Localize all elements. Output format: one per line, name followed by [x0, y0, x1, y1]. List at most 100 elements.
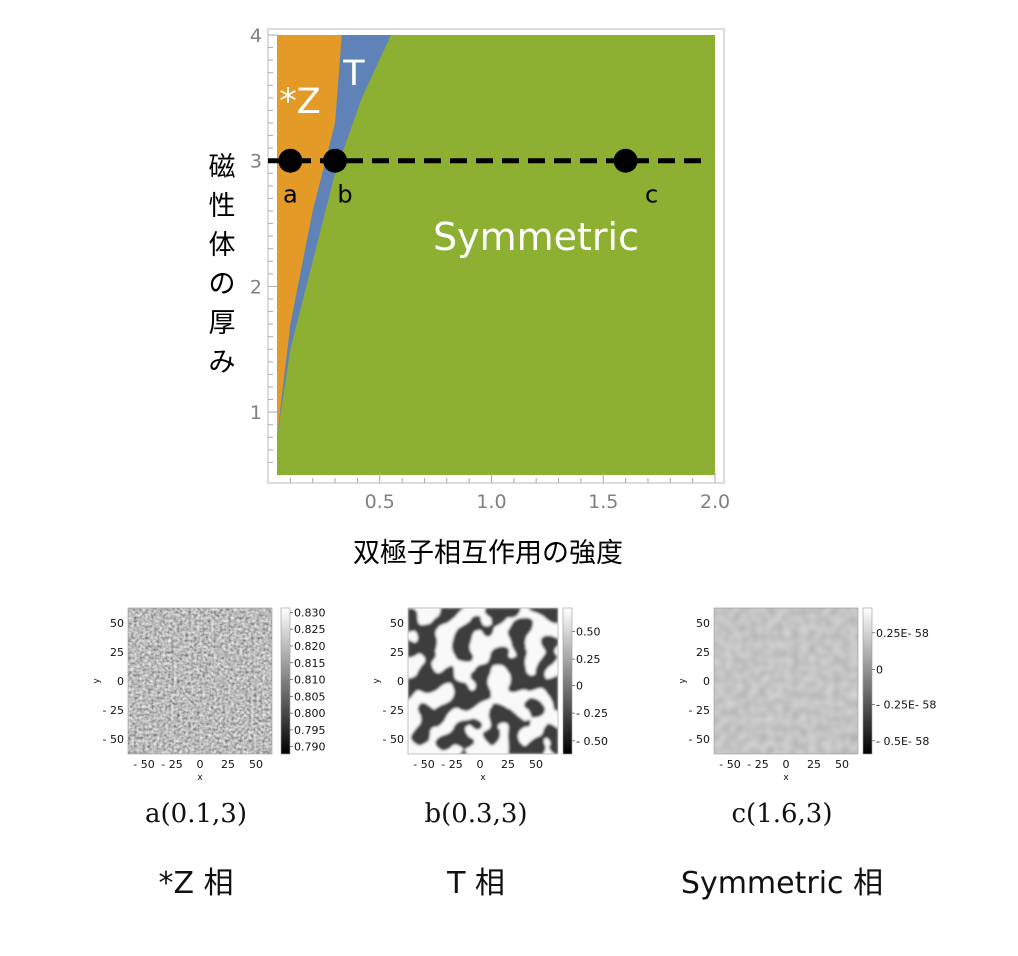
- heatmap-image: [713, 607, 859, 755]
- point-c: [613, 148, 638, 173]
- panel-y-tick-label: - 50: [689, 733, 710, 746]
- panel-caption: c(1.6,3): [731, 799, 832, 829]
- point-label-b: b: [337, 181, 352, 209]
- colorbar-tick-label: - 0.50: [576, 735, 608, 748]
- heatmap-frame: [127, 607, 273, 755]
- y-axis-title-char: 体: [209, 230, 236, 261]
- x-tick-label: 0.5: [365, 491, 395, 513]
- heatmap-frame: [713, 607, 859, 755]
- colorbar-tick-label: 0.25E- 58: [876, 627, 929, 640]
- x-tick-label: 1.5: [588, 491, 618, 513]
- colorbar-tick-label: 0.25: [576, 653, 601, 666]
- colorbar: [862, 607, 873, 755]
- y-tick-label: 4: [250, 25, 262, 47]
- y-tick-label: 2: [250, 276, 262, 298]
- heatmap-fill: [128, 608, 272, 754]
- colorbar-tick-label: 0.800: [294, 707, 326, 720]
- panel-y-tick-label: 0: [703, 675, 710, 688]
- panel-x-tick-label: 50: [835, 758, 849, 771]
- colorbar-tick-label: - 0.25: [576, 707, 608, 720]
- panel-y-tick-label: - 25: [383, 704, 404, 717]
- panel-x-tick-label: - 25: [747, 758, 768, 771]
- heatmap-image: [127, 607, 273, 755]
- panel-caption: a(0.1,3): [145, 799, 247, 829]
- heatmap-fill: [714, 608, 858, 754]
- panel-y-label: y: [678, 678, 688, 684]
- panel-y-label: y: [92, 678, 102, 684]
- panel-y-tick-label: - 25: [103, 704, 124, 717]
- colorbar-tick-label: 0.805: [294, 690, 326, 703]
- panel-y-tick-label: 25: [110, 646, 124, 659]
- y-axis-title-char: み: [209, 347, 236, 378]
- panel-y-tick-label: - 50: [103, 733, 124, 746]
- phase-title: Symmetric 相: [681, 866, 883, 901]
- point-b: [323, 148, 348, 173]
- panel-x-tick-label: 25: [807, 758, 821, 771]
- panel-caption: b(0.3,3): [424, 799, 527, 829]
- panel-a: 0.830 0.825 0.820 0.815 0.810 0.805 0.800 0.795…: [92, 606, 326, 901]
- y-axis-title-char: 磁: [209, 152, 236, 183]
- panel-x-tick-label: 0: [197, 758, 204, 771]
- y-axis-title-char: の: [209, 269, 236, 300]
- panel-y-tick-label: 0: [397, 675, 404, 688]
- region-label-symmetric: Symmetric: [433, 215, 639, 259]
- colorbar-tick-label: - 0.5E- 58: [876, 735, 929, 748]
- heatmap-image: [407, 607, 559, 755]
- colorbar-tick-label: 0.790: [294, 741, 326, 754]
- panel-x-tick-label: - 50: [719, 758, 740, 771]
- y-axis: 1 2 3 4: [250, 25, 278, 463]
- panel-y-tick-label: 25: [696, 646, 710, 659]
- colorbar-tick-label: 0.810: [294, 674, 326, 687]
- region-label-z-star: *Z: [279, 82, 320, 122]
- panel-x-tick-label: 25: [221, 758, 235, 771]
- y-tick-label: 3: [250, 151, 262, 173]
- region-z-star: [277, 35, 342, 438]
- sample-points: a b c: [278, 148, 658, 209]
- heatmap-fill: [408, 608, 558, 754]
- y-tick-label: 1: [250, 402, 262, 424]
- colorbar: [280, 607, 291, 755]
- panel-y-tick-label: 50: [390, 617, 404, 630]
- colorbar-tick-label: 0.830: [294, 606, 326, 619]
- point-a: [278, 148, 303, 173]
- point-label-c: c: [645, 181, 658, 209]
- panel-x-tick-label: - 25: [161, 758, 182, 771]
- panel-x-tick-label: 50: [529, 758, 543, 771]
- x-tick-label: 2.0: [700, 491, 730, 513]
- panel-y-tick-label: - 25: [689, 704, 710, 717]
- colorbar-tick-label: 0.815: [294, 657, 326, 670]
- x-axis: 0.5 1.0 1.5 2.0: [289, 473, 730, 513]
- panel-x-tick-label: 0: [477, 758, 484, 771]
- colorbar: [562, 607, 573, 755]
- panel-x-tick-label: - 25: [441, 758, 462, 771]
- colorbar-tick-label: 0.795: [294, 724, 326, 737]
- panel-y-tick-label: 50: [696, 617, 710, 630]
- x-axis-title: 双極子相互作用の強度: [353, 538, 623, 569]
- point-label-a: a: [283, 181, 298, 209]
- panel-y-tick-label: 0: [117, 675, 124, 688]
- panel-x-label: x: [197, 773, 203, 783]
- colorbar-tick-label: 0.825: [294, 623, 326, 636]
- panel-x-label: x: [783, 773, 789, 783]
- panel-y-label: y: [372, 678, 382, 684]
- panel-x-tick-label: 25: [501, 758, 515, 771]
- region-label-t: T: [342, 54, 365, 94]
- phase-title: T 相: [446, 866, 505, 901]
- colorbar-tick-label: 0.820: [294, 640, 326, 653]
- panel-x-tick-label: - 50: [413, 758, 434, 771]
- phase-title: *Z 相: [158, 866, 233, 901]
- heatmap-frame: [407, 607, 559, 755]
- plot-frame: [267, 28, 725, 484]
- phase-diagram: 1 2 3 4 0.5 1.0 1.5 2.0 *Z T Symmetric a b c 双極子…: [209, 25, 731, 569]
- panel-y-tick-label: - 50: [383, 733, 404, 746]
- panel-x-tick-label: - 50: [133, 758, 154, 771]
- panel-x-tick-label: 50: [249, 758, 263, 771]
- panel-x-tick-label: 0: [783, 758, 790, 771]
- colorbar-tick-label: 0: [576, 679, 583, 692]
- colorbar-tick-label: 0: [876, 663, 883, 676]
- x-tick-label: 1.0: [476, 491, 506, 513]
